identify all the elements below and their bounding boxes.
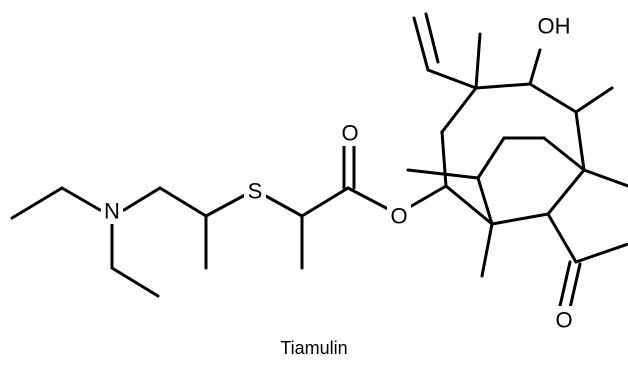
bond [574,86,614,114]
bond [490,212,550,226]
bond [568,262,582,310]
bond [476,176,494,226]
ester-oxygen-label: O [390,204,407,229]
ketone-oxygen-label: O [555,308,572,333]
bond [582,168,628,188]
compound-name-caption: Tiamulin [280,338,348,358]
bond [10,186,64,220]
bond [406,184,448,210]
bond [558,260,572,308]
bond [346,186,392,212]
bond [542,136,586,172]
bond [412,16,430,72]
bond [424,12,440,64]
carbonyl-oxygen-label: O [341,121,358,146]
bond [480,222,494,278]
bond [122,186,162,212]
bond [474,32,482,90]
mutilin-core [406,12,628,310]
bond [574,242,628,264]
nitrogen-label: N [104,199,120,224]
bond [300,186,350,218]
bond [546,212,578,264]
bond [474,82,532,90]
bond [426,68,478,90]
bond [574,110,586,172]
atom-labels: N S O O OH O [101,12,576,334]
ester-group [342,144,448,212]
bond [406,168,480,180]
bond [204,193,247,218]
bond [110,266,160,298]
bond [476,136,506,180]
diethylamino-group [10,186,162,298]
hydroxyl-label: OH [538,14,571,39]
bond [158,186,208,218]
thioether-chain [158,186,350,270]
bond [262,193,304,218]
sulfur-label: S [248,179,263,204]
bond [440,130,448,188]
bond [440,86,478,134]
bond [528,48,542,86]
bond [444,184,494,226]
bond [60,186,102,212]
bond [546,168,586,216]
bond [528,82,578,114]
